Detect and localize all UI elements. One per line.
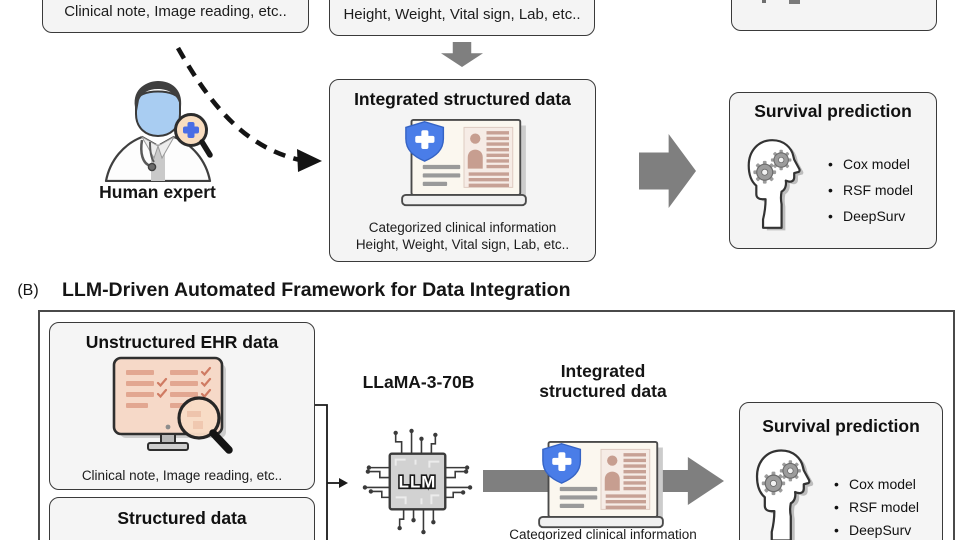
unstructured-ehr-caption: Clinical note, Image reading, etc.. [81,468,283,483]
head-gears-icon-b [750,447,816,540]
doctor-icon [104,81,213,182]
integrated-data-title-b: Integrated structured data [505,361,701,401]
unstructured-ehr-box: Unstructured EHR data Clinical note, Ima… [49,322,315,490]
survival-prediction-box-a: Survival prediction Cox model RSF model … [729,92,937,249]
model-item: RSF model [834,496,919,519]
down-arrow [441,42,483,67]
integrated-title-line2: structured data [539,381,667,401]
monitor-magnifier-icon [112,356,233,454]
laptop-shield-icon-b [526,438,676,532]
clinical-note-label: Clinical note, Image reading, etc.. [64,3,287,20]
llm-chip-label: LLM [399,472,437,491]
panel-b-label: (B) [17,282,39,299]
model-item: Cox model [834,473,919,496]
integrated-caption-line1-a: Categorized clinical information [368,220,557,235]
structured-data-title: Structured data [117,508,247,528]
vitals-label: Height, Weight, Vital sign, Lab, etc.. [343,6,581,23]
survival-prediction-title-b: Survival prediction [762,416,920,436]
cropped-icon-remnant [762,0,766,3]
head-gears-icon [742,131,806,237]
survival-prediction-box-b: Survival prediction Cox model RSF model … [739,402,943,540]
cropped-top-right-box [731,0,937,31]
model-item: DeepSurv [834,519,919,540]
laptop-shield-icon [389,116,539,210]
connector-lines [315,404,348,540]
unstructured-ehr-title: Unstructured EHR data [85,332,279,352]
model-list-b: Cox model RSF model DeepSurv [834,473,919,540]
dashed-curved-arrow [175,46,322,172]
model-list-a: Cox model RSF model DeepSurv [828,151,913,229]
model-item: DeepSurv [828,203,913,229]
clinical-note-box: Clinical note, Image reading, etc.. [42,0,309,33]
model-item: Cox model [828,151,913,177]
right-arrow-a [639,134,696,208]
model-item: RSF model [828,177,913,203]
panel-b-title: LLM-Driven Automated Framework for Data … [62,279,571,301]
integrated-title-line1: Integrated [560,361,646,381]
integrated-data-box-a: Integrated structured data Categorized c… [329,79,596,262]
structured-data-box: Structured data [49,497,315,540]
survival-prediction-title-a: Survival prediction [754,101,912,121]
integrated-data-title-a: Integrated structured data [354,89,571,109]
llm-chip-icon: LLM [362,428,473,535]
human-expert-label: Human expert [99,182,216,202]
integrated-caption-b: Categorized clinical information [509,527,697,540]
cropped-icon-remnant [789,0,800,4]
llm-model-name: LLaMA-3-70B [362,372,475,392]
integrated-caption-line2-a: Height, Weight, Vital sign, Lab, etc.. [355,237,570,252]
vitals-box: Height, Weight, Vital sign, Lab, etc.. [329,0,595,36]
